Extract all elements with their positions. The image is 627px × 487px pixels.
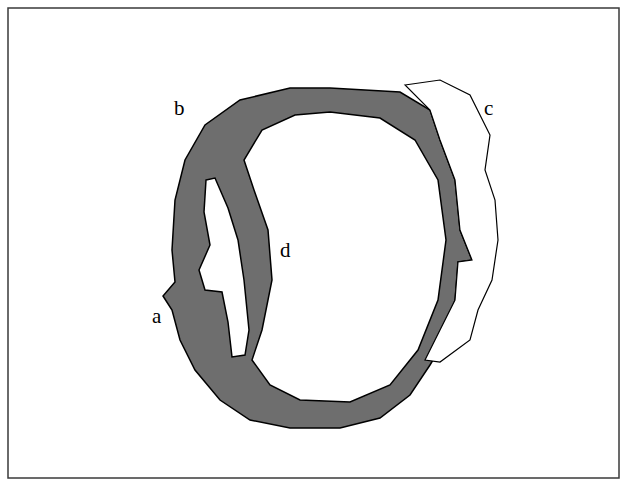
frame: [8, 8, 619, 478]
myocardial-wall: [163, 88, 472, 428]
part-letter: b: [174, 98, 185, 119]
part-letter: a: [152, 306, 161, 327]
part-letter: d: [280, 240, 291, 261]
part-letter: c: [484, 98, 493, 119]
infarct-region: [405, 80, 498, 362]
